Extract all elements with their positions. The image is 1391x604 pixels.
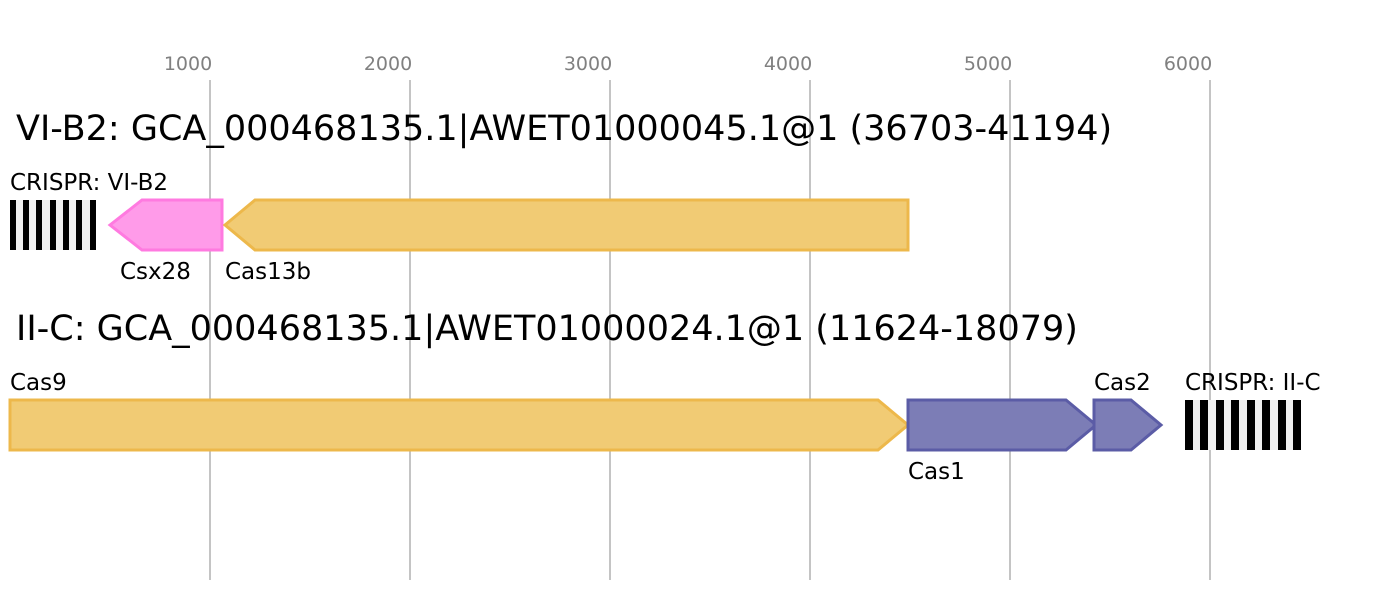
- crispr-array: [10, 200, 96, 250]
- tick-label: 6000: [1164, 53, 1212, 75]
- tick-label: 5000: [964, 53, 1012, 75]
- gene-label: Cas1: [908, 459, 965, 485]
- grid: [209, 80, 1211, 580]
- gene-csx28[interactable]: [107, 198, 224, 252]
- gene-label: Csx28: [120, 259, 191, 285]
- gene-cas9[interactable]: [8, 398, 911, 452]
- locus-title: VI-B2: GCA_000468135.1|AWET01000045.1@1 …: [16, 109, 1112, 149]
- crispr-label: CRISPR: II-C: [1185, 370, 1321, 396]
- tick-label: 3000: [564, 53, 612, 75]
- gene-label: Cas13b: [225, 259, 311, 285]
- locus-title: II-C: GCA_000468135.1|AWET01000024.1@1 (…: [16, 309, 1078, 349]
- tick-label: 2000: [364, 53, 412, 75]
- gene-label: Cas9: [10, 370, 67, 396]
- gene-cas1[interactable]: [906, 398, 1099, 452]
- axis-ticks: 1000 2000 3000 4000 5000 6000: [164, 53, 1212, 75]
- crispr-label: CRISPR: VI-B2: [10, 170, 168, 196]
- gene-cas13b[interactable]: [222, 198, 910, 252]
- tick-label: 4000: [764, 53, 812, 75]
- gene-cas2[interactable]: [1092, 398, 1164, 452]
- gene-label: Cas2: [1094, 370, 1151, 396]
- crispr-array: [1185, 400, 1301, 450]
- tick-label: 1000: [164, 53, 212, 75]
